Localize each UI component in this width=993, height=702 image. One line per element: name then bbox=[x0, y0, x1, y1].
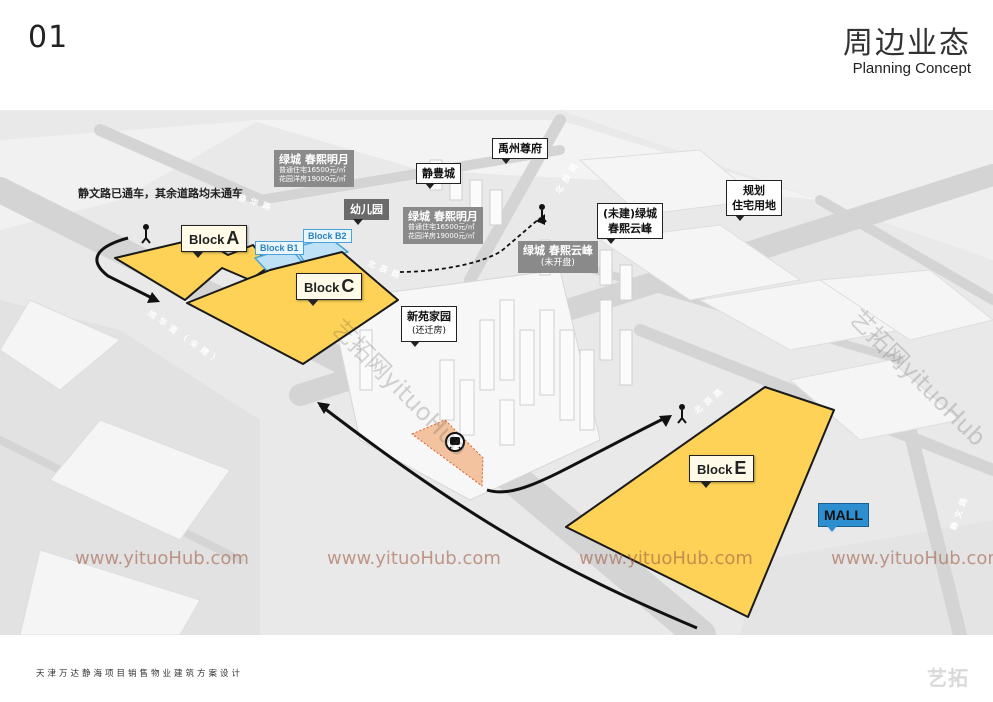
road-notice: 静文路已通车，其余道路均未通车 bbox=[78, 187, 243, 200]
label-unbuilt-lvcheng: (未建)绿城春熙云峰 bbox=[597, 203, 664, 244]
metro-site bbox=[411, 419, 484, 487]
block-b1-label: Block B1 bbox=[255, 241, 304, 255]
pedestrian-icon bbox=[677, 404, 687, 424]
block-e-plot bbox=[565, 386, 835, 618]
watermark: www.yituoHub.com bbox=[75, 548, 249, 569]
yunfeng-sub: (未开盘) bbox=[540, 258, 575, 268]
mingyue2-line2: 花园洋房19000元/㎡ bbox=[408, 232, 475, 240]
watermark: www.yituoHub.com bbox=[327, 548, 501, 569]
label-xinyuan: 新苑家园 (还迁房) bbox=[401, 306, 457, 347]
east-arrow-path bbox=[486, 416, 666, 494]
mingyue2-line1: 普通住宅16500元/㎡ bbox=[408, 223, 475, 231]
label-jingfeng: 静豊城 bbox=[416, 163, 461, 189]
pedestrian-icons bbox=[141, 204, 687, 424]
block-a-letter: A bbox=[226, 228, 240, 248]
mingyue2-name: 绿城 春熙明月 bbox=[408, 210, 478, 223]
south-arrow-path bbox=[319, 403, 698, 630]
page-subtitle: Planning Concept bbox=[852, 60, 971, 77]
block-e-letter: E bbox=[734, 458, 747, 478]
pedestrian-icon bbox=[537, 204, 547, 223]
planned-line2: 住宅用地 bbox=[732, 199, 776, 212]
building-masses bbox=[329, 159, 633, 501]
label-yuzhou: 禹州尊府 bbox=[492, 138, 548, 164]
block-e-prefix: Block bbox=[697, 462, 733, 477]
mall-label: MALL bbox=[818, 503, 869, 532]
page-number: 01 bbox=[28, 20, 69, 55]
movement-arrows bbox=[95, 217, 698, 630]
watermark: www.yituoHub.com bbox=[579, 548, 753, 569]
city-blocks bbox=[0, 149, 993, 635]
xinyuan-sub: (还迁房) bbox=[411, 326, 447, 336]
footer-caption: 天津万达静海项目销售物业建筑方案设计 bbox=[36, 669, 244, 679]
label-planned-residential: 规划住宅用地 bbox=[726, 180, 782, 221]
page-title: 周边业态 bbox=[843, 26, 971, 61]
block-a-prefix: Block bbox=[189, 232, 225, 247]
block-b2-label: Block B2 bbox=[303, 229, 352, 243]
mingyue1-line2: 花园洋房19000元/㎡ bbox=[279, 175, 346, 183]
west-arrow-path bbox=[95, 236, 153, 300]
mingyue1-name: 绿城 春熙明月 bbox=[279, 153, 349, 166]
map-svg bbox=[0, 110, 993, 635]
watermark: www.yituoHub.com bbox=[831, 548, 993, 569]
brand-logo: 艺拓 bbox=[927, 666, 969, 690]
label-lvcheng-yunfeng: 绿城 春熙云峰(未开盘) bbox=[518, 241, 598, 273]
planned-line1: 规划 bbox=[743, 184, 765, 197]
block-c-letter: C bbox=[341, 276, 355, 296]
xinyuan-name: 新苑家园 bbox=[407, 310, 451, 323]
unbuilt-line1: (未建)绿城 bbox=[603, 207, 658, 220]
yunfeng-name: 绿城 春熙云峰 bbox=[523, 244, 593, 257]
mingyue1-line1: 普通住宅16500元/㎡ bbox=[279, 166, 346, 174]
north-dashed-path bbox=[399, 217, 541, 273]
unbuilt-line2: 春熙云峰 bbox=[608, 222, 653, 235]
metro-icon bbox=[445, 432, 465, 452]
pedestrian-icon bbox=[141, 224, 151, 244]
block-c-prefix: Block bbox=[304, 280, 340, 295]
label-kindergarten: 幼儿园 bbox=[344, 199, 389, 225]
